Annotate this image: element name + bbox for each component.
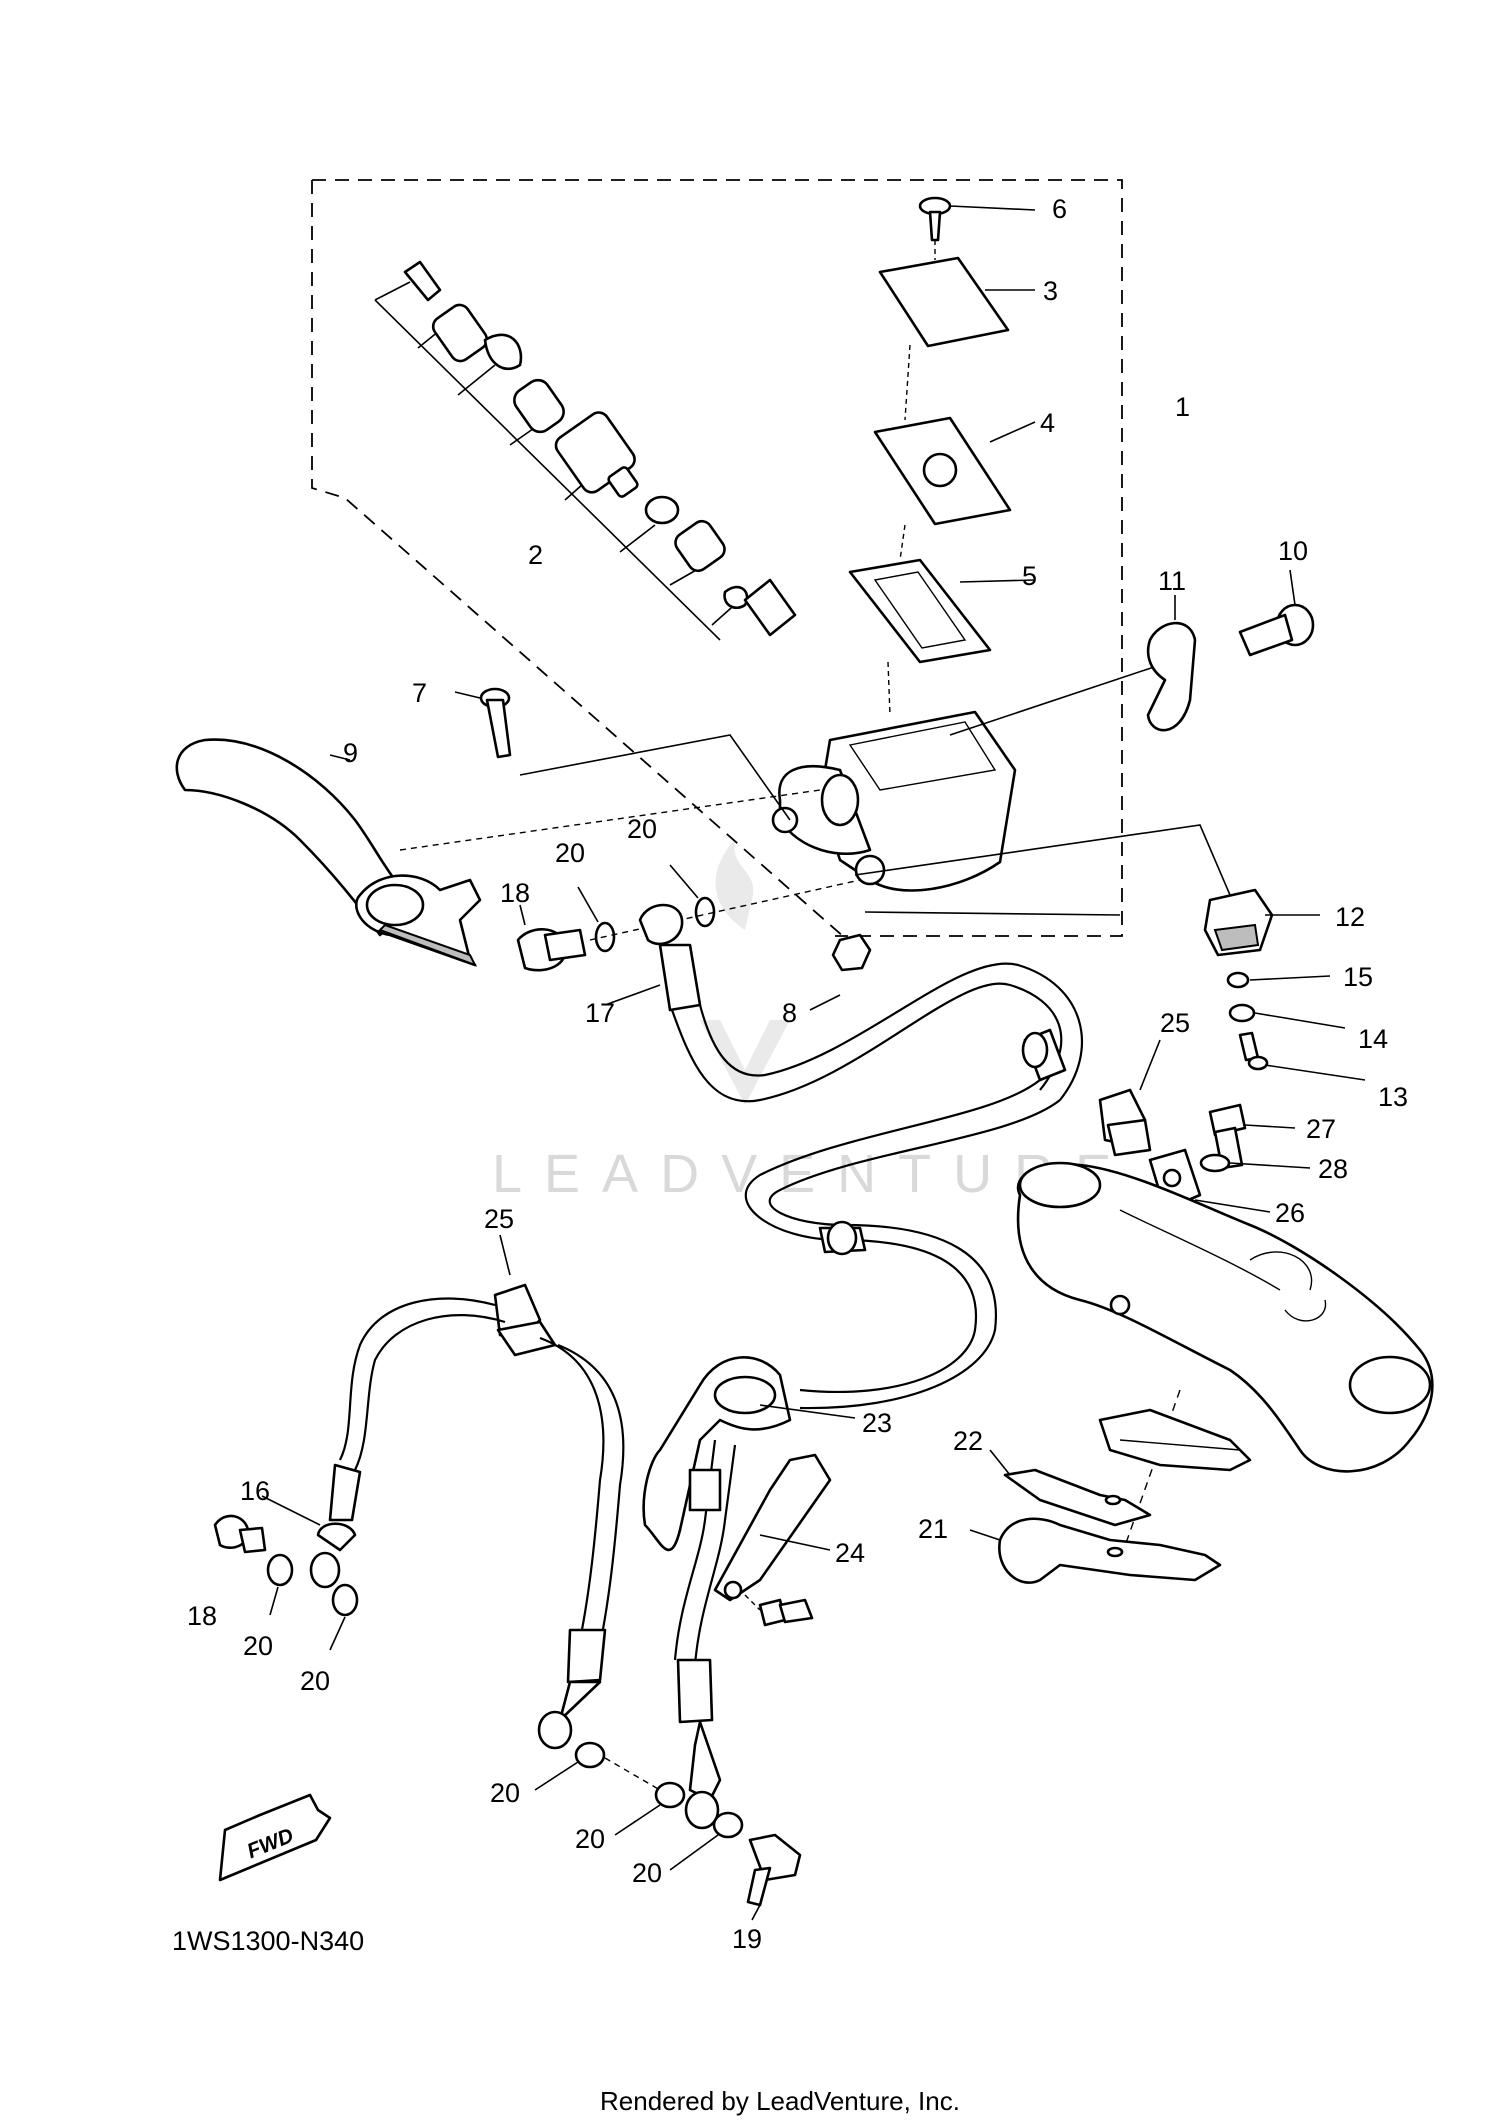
brake-lever — [175, 738, 482, 967]
forward-arrow-icon: FWD — [218, 1793, 332, 1882]
callout-23: 23 — [862, 1408, 892, 1438]
upper-brake-hose — [638, 903, 1083, 1103]
callout-26: 26 — [1275, 1198, 1305, 1228]
diagram-code: 1WS1300-N340 — [172, 1926, 364, 1956]
banjo-bolt-lower-left — [213, 1514, 267, 1554]
piston-kit — [403, 260, 797, 637]
copper-washer-4 — [331, 1583, 359, 1617]
callout-27: 27 — [1306, 1114, 1336, 1144]
lower-brake-hose-right — [539, 1336, 625, 1646]
lower-hose-right-fitting — [537, 1628, 607, 1750]
watermark-text: LEADVENTURE — [492, 1144, 1133, 1204]
copper-washer-6 — [654, 1781, 686, 1809]
footer-credit: Rendered by LeadVenture, Inc. — [600, 2086, 960, 2116]
hose-clamp-lower — [493, 1283, 557, 1357]
holder-bolt — [1238, 603, 1315, 657]
callout-11: 11 — [1158, 566, 1186, 596]
callout-19: 19 — [732, 1924, 762, 1954]
cap-screw — [918, 196, 952, 242]
washer-14 — [1228, 1003, 1256, 1023]
callout-28: 28 — [1318, 1154, 1348, 1184]
callout-24: 24 — [835, 1538, 865, 1568]
banjo-bolt-lower-right — [746, 1833, 802, 1907]
bracket-bolt — [758, 1598, 814, 1627]
callout-1: 1 — [1175, 392, 1190, 422]
callout-20-b: 20 — [627, 814, 657, 844]
lower-bracket-assy — [1098, 1408, 1252, 1472]
hose-grommet-middle — [818, 1220, 867, 1256]
callout-22: 22 — [953, 1426, 983, 1456]
callout-25-upper: 25 — [1160, 1008, 1190, 1038]
callout-3: 3 — [1043, 276, 1058, 306]
hose-stay-bracket — [713, 1453, 832, 1602]
watermark: LEADVENTURE — [492, 840, 1133, 1204]
reservoir-cap — [878, 256, 1010, 348]
callout-13: 13 — [1378, 1082, 1408, 1112]
hose-holder-bracket — [642, 1356, 792, 1552]
banjo-bolt-upper — [516, 928, 587, 972]
pivot-bolt — [479, 687, 512, 759]
callout-6: 6 — [1052, 194, 1067, 224]
callout-16: 16 — [240, 1476, 270, 1506]
callout-7: 7 — [412, 678, 427, 708]
lower-brake-hose-left — [339, 1297, 506, 1471]
copper-washer-3 — [266, 1553, 294, 1587]
callout-8: 8 — [782, 998, 797, 1028]
lower-brake-hose-center — [673, 1439, 737, 1666]
copper-washer-5 — [574, 1741, 606, 1769]
middle-brake-hose — [744, 1079, 1061, 1410]
lever-holder — [1146, 621, 1197, 732]
callout-10: 10 — [1278, 536, 1308, 566]
lock-nut — [831, 933, 872, 972]
callout-9: 9 — [343, 738, 358, 768]
steering-bracket — [1016, 1161, 1434, 1473]
lower-hose-center-fitting — [676, 1468, 722, 1830]
callout-12: 12 — [1335, 902, 1365, 932]
callout-21: 21 — [918, 1514, 948, 1544]
guide-washer — [1199, 1153, 1231, 1173]
callout-20-c: 20 — [243, 1631, 273, 1661]
piston-kit-leaders — [374, 281, 741, 641]
callout-20-a: 20 — [555, 838, 585, 868]
assembly-outline — [311, 179, 1123, 939]
copper-washer-7 — [712, 1811, 744, 1839]
hose-clamp-upper — [1098, 1088, 1152, 1157]
washer-15 — [1226, 971, 1250, 989]
switch-screw — [1238, 1031, 1269, 1071]
callout-5: 5 — [1022, 561, 1037, 591]
hose-grommet-upper — [1021, 1028, 1067, 1082]
callout-4: 4 — [1040, 408, 1055, 438]
callout-17: 17 — [585, 998, 615, 1028]
callout-25-lower: 25 — [484, 1204, 514, 1234]
callout-18-lower: 18 — [187, 1601, 217, 1631]
brake-switch — [1203, 888, 1274, 957]
callout-20-g: 20 — [632, 1858, 662, 1888]
callout-20-d: 20 — [300, 1666, 330, 1696]
callout-20-e: 20 — [490, 1778, 520, 1808]
callout-labels: 1 2 3 4 5 6 7 8 9 10 11 12 13 14 15 16 1… — [187, 194, 1408, 1954]
callout-2: 2 — [528, 540, 543, 570]
copper-washer-2 — [694, 896, 716, 928]
master-cylinder-body — [771, 710, 1017, 892]
diaphragm — [848, 558, 992, 664]
brake-hose-stay — [998, 1468, 1222, 1584]
lower-hose-left-fitting — [309, 1463, 362, 1589]
callout-15: 15 — [1343, 962, 1373, 992]
callout-14: 14 — [1358, 1024, 1388, 1054]
callout-20-f: 20 — [575, 1824, 605, 1854]
callout-18-upper: 18 — [500, 878, 530, 908]
